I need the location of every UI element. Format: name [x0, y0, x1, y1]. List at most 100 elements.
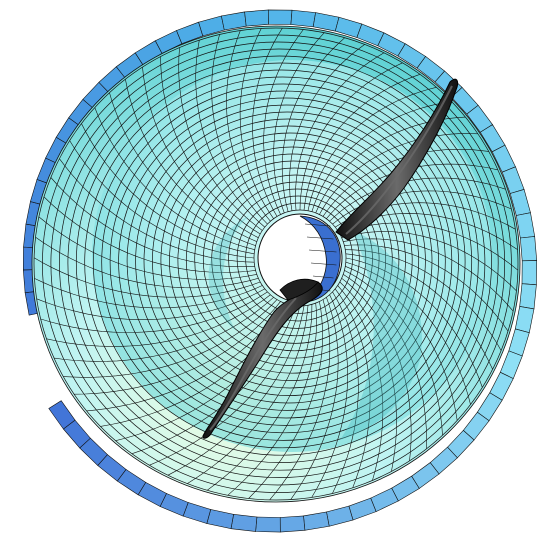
propeller-blades [202, 78, 459, 439]
surface-grid-spoke [81, 123, 255, 255]
surface-grid-spoke [195, 40, 265, 228]
surface-shadow [340, 230, 422, 440]
surface-grid-spoke [299, 62, 403, 211]
surface-grid-ring [118, 97, 453, 426]
surface-grid-spoke [345, 261, 471, 405]
surface-grid-spoke [227, 303, 317, 496]
surface-grid-ring [245, 202, 353, 314]
surface-grid-spoke [211, 34, 268, 225]
hub-opening [257, 213, 343, 303]
surface-grid-spoke [303, 74, 421, 211]
outer-band-panel [348, 497, 377, 521]
surface-grid-spoke [332, 190, 512, 225]
surface-shadow [208, 215, 250, 330]
surface-grid-spoke [40, 291, 268, 333]
surface-grid-spoke [160, 56, 261, 235]
surface-grid-spoke [43, 196, 256, 273]
surface-grid-ring [42, 34, 512, 493]
surface-grid-ring [92, 76, 473, 449]
surface-grid-spoke [149, 305, 301, 466]
surface-grid-spoke [33, 257, 261, 298]
surface-grid-ring [160, 132, 420, 389]
blade-root [279, 278, 319, 301]
outer-band-panel [48, 400, 76, 430]
surface-grid-spoke [332, 291, 359, 494]
surface-grid-spoke [343, 274, 428, 449]
surface-grid-ring [177, 146, 406, 374]
lower-blade-highlight [209, 297, 297, 431]
surface-grid-spoke [109, 92, 256, 246]
upper-blade [335, 78, 459, 241]
surface-grid-ring [33, 27, 519, 501]
surface-grid-spoke [239, 28, 274, 219]
surface-grid-spoke [307, 87, 437, 211]
surface-grid-spoke [125, 79, 257, 242]
surface-grid-ring [126, 104, 446, 419]
surface-grid-spoke [187, 305, 309, 484]
surface-grid-spoke [59, 158, 255, 263]
outer-band-panel [326, 505, 354, 527]
surface-grid-ring [211, 174, 380, 344]
surface-grid-spoke [35, 236, 259, 289]
hub-tube-line [312, 275, 334, 279]
surface-grid-spoke [167, 305, 305, 476]
surface-grid-spoke [289, 44, 365, 211]
outer-helix-band [22, 9, 538, 533]
surface-grid-spoke [38, 216, 257, 280]
hub-tube-line [306, 236, 334, 240]
outer-band-panel [279, 515, 306, 533]
outer-band-panel [515, 212, 536, 239]
surface-grid-spoke [344, 244, 509, 332]
surface-grid-ring [143, 118, 433, 404]
surface-grid-spoke [345, 253, 493, 370]
outer-band-panel [521, 260, 538, 286]
surface-grid-spoke [345, 266, 458, 421]
surface-grid-ring [59, 48, 499, 478]
surface-grid-spoke [345, 249, 502, 351]
surface-grid-spoke [142, 67, 259, 238]
surface-grid-ring [67, 55, 492, 471]
surface-grid-spoke [69, 140, 255, 259]
surface-grid-spoke [345, 257, 483, 388]
surface-grid-spoke [248, 301, 323, 499]
surface-grid-ring [101, 83, 466, 441]
surface-grid-ring [169, 139, 413, 381]
surface-grid-spoke [34, 278, 263, 309]
surface-grid-spoke [273, 32, 325, 214]
surface-grid-spoke [263, 29, 304, 215]
surface-grid-ring [75, 62, 486, 463]
surface-grid-spoke [344, 270, 443, 436]
surface-grid-spoke [341, 231, 517, 292]
hub-tube-line [304, 223, 331, 227]
surface-grid-ring [135, 111, 439, 411]
outer-band-panel [312, 12, 340, 32]
outer-band-panel [206, 509, 234, 530]
surface-grid-spoke [178, 47, 263, 231]
surface-grid-spoke [281, 37, 346, 212]
surface-grid-spoke [226, 30, 271, 222]
outer-band-panel [519, 236, 538, 262]
surface-grid-spoke [36, 288, 265, 320]
surface-grid-spoke [337, 285, 384, 481]
outer-band-panel [514, 306, 535, 334]
outer-band-panel [255, 516, 281, 533]
surface-grid-spoke [343, 238, 514, 312]
surface-grid-ring [236, 195, 360, 322]
surface-grid-spoke [290, 297, 339, 500]
surface-grid-spoke [50, 177, 255, 267]
surface-grid-ring [194, 160, 393, 359]
outer-band-panel [230, 513, 258, 532]
surface-grid-spoke [295, 52, 385, 211]
outer-band-panel [221, 11, 247, 31]
surface-grid-spoke [54, 297, 274, 362]
surface-grid-ring [152, 125, 426, 396]
surface-grid-spoke [46, 294, 271, 347]
surface-grid-spoke [319, 133, 478, 215]
surface-grid-ring [228, 188, 367, 329]
surface-grid-ring [50, 41, 506, 486]
upper-blade-highlight [345, 85, 453, 235]
surface-grid-spoke [252, 27, 283, 217]
surface-grid-spoke [341, 278, 412, 461]
